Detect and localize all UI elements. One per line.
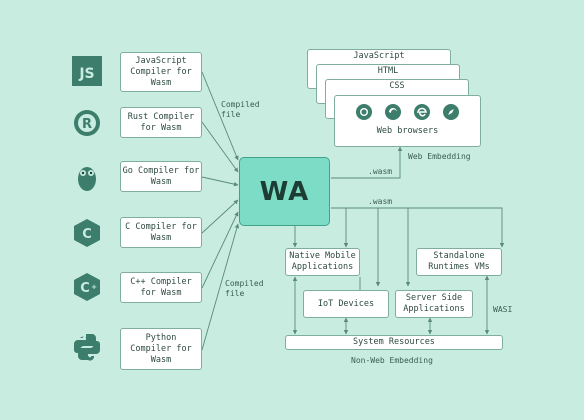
javascript-logo-icon: JS	[72, 56, 102, 86]
web-layer-css-label: CSS	[389, 81, 405, 91]
compiler-go: Go Compiler for Wasm	[120, 161, 202, 192]
web-embedding-label: Web Embedding	[408, 152, 471, 161]
go-gopher-icon	[72, 162, 102, 192]
cpp-logo-icon: C +	[72, 272, 102, 302]
system-resources-box: System Resources	[285, 335, 503, 350]
safari-icon	[443, 104, 460, 120]
compiler-rust: Rust Compiler for Wasm	[120, 107, 202, 138]
web-layer-html-label: HTML	[377, 66, 399, 76]
native-mobile-apps-box: Native Mobile Applications	[285, 248, 360, 276]
svg-text:+: +	[91, 283, 97, 291]
non-web-embedding-label: Non-Web Embedding	[351, 356, 433, 365]
chrome-icon	[355, 104, 372, 120]
compiler-cpp: C++ Compiler for Wasm	[120, 272, 202, 303]
firefox-icon	[384, 104, 401, 120]
c-logo-text: C	[82, 227, 92, 242]
c-logo-icon: C	[72, 218, 102, 248]
rust-logo-icon: R	[72, 108, 102, 138]
wasi-label: WASI	[493, 305, 513, 314]
compiler-javascript: JavaScript Compiler for Wasm	[120, 52, 202, 92]
compiled-file-label-bottom: Compiled file	[225, 279, 264, 298]
cpp-logo-text: C	[80, 281, 90, 296]
web-browsers-label: Web browsers	[376, 126, 439, 136]
wasm-label-nonweb: .wasm	[368, 197, 393, 206]
edge-icon	[414, 104, 431, 120]
iot-devices-box: IoT Devices	[303, 290, 389, 318]
webassembly-node: WA	[239, 157, 330, 226]
compiler-python: Python Compiler for Wasm	[120, 328, 202, 370]
compiled-file-label-top: Compiled file	[221, 100, 260, 119]
web-browsers-box: Web browsers	[334, 95, 481, 147]
python-logo-icon	[72, 332, 102, 362]
server-side-apps-box: Server Side Applications	[395, 290, 473, 318]
web-layer-javascript-label: JavaScript	[353, 51, 405, 61]
compiler-c: C Compiler for Wasm	[120, 217, 202, 248]
rust-logo-text: R	[82, 117, 92, 132]
javascript-logo-text: JS	[78, 66, 94, 82]
standalone-runtimes-box: Standalone Runtimes VMs	[416, 248, 502, 276]
wasm-label-web: .wasm	[368, 167, 393, 176]
